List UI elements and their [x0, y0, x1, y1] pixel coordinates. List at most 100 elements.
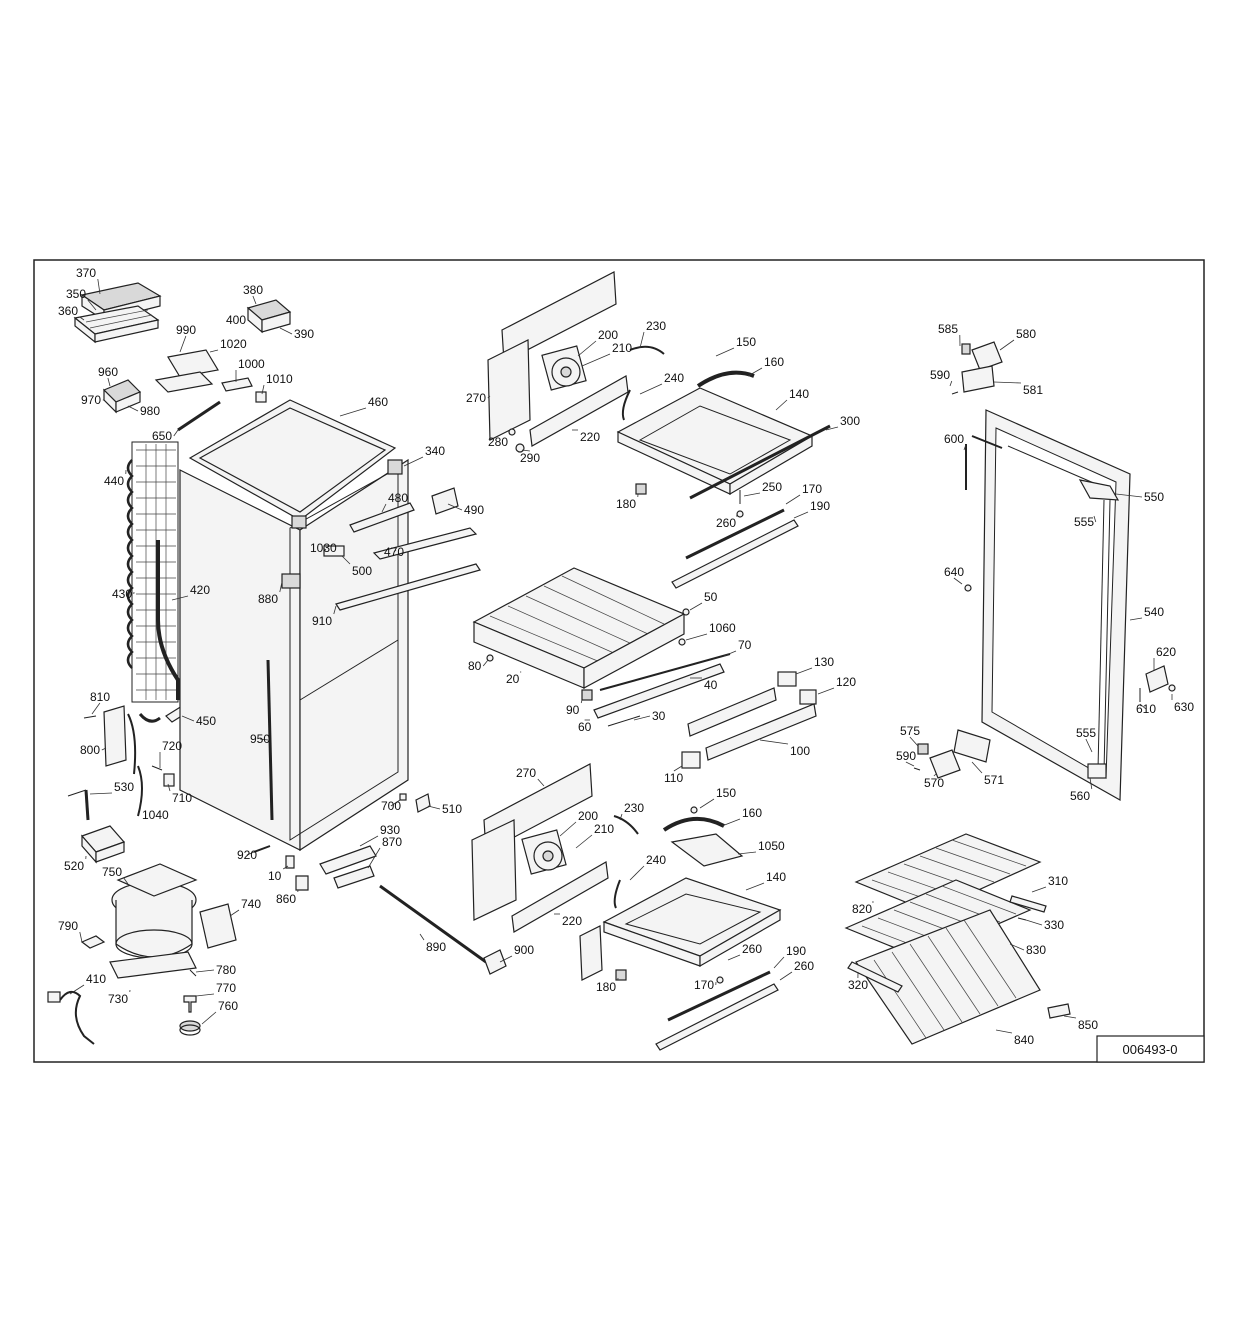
callout-label: 860 — [276, 892, 296, 906]
callout-label: 470 — [384, 545, 404, 559]
callout-label: 1040 — [142, 808, 169, 822]
callout-label: 70 — [738, 638, 752, 652]
leader-line — [786, 495, 800, 504]
callout-label: 920 — [237, 848, 257, 862]
callout-label: 910 — [312, 614, 332, 628]
callout-label: 610 — [1136, 702, 1156, 716]
callout-label: 760 — [218, 999, 238, 1013]
callout-label: 700 — [381, 799, 401, 813]
leader-line — [950, 381, 952, 386]
callout-label: 840 — [1014, 1033, 1034, 1047]
callout-label: 370 — [76, 266, 96, 280]
callout-label: 10 — [268, 869, 282, 883]
callout-label: 490 — [464, 503, 484, 517]
callout-label: 300 — [840, 414, 860, 428]
condenser — [132, 442, 178, 702]
callout-label: 230 — [646, 319, 666, 333]
leader-line — [744, 493, 760, 496]
callout-label: 770 — [216, 981, 236, 995]
leader-line — [196, 994, 214, 996]
callout-label: 1030 — [310, 541, 337, 555]
leader-line — [92, 703, 100, 714]
callout-label: 540 — [1144, 605, 1164, 619]
callout-label: 830 — [1026, 943, 1046, 957]
callout-label: 170 — [802, 482, 822, 496]
callout-label: 150 — [736, 335, 756, 349]
callout-label: 810 — [90, 690, 110, 704]
callout-label: 40 — [704, 678, 718, 692]
callout-label: 710 — [172, 791, 192, 805]
callout-label: 600 — [944, 432, 964, 446]
callout-label: 280 — [488, 435, 508, 449]
callout-label: 575 — [900, 724, 920, 738]
callout-label: 1010 — [266, 372, 293, 386]
callout-label: 585 — [938, 322, 958, 336]
leader-line — [483, 660, 488, 666]
callout-label: 560 — [1070, 789, 1090, 803]
callout-label: 555 — [1076, 726, 1096, 740]
leader-line — [576, 835, 592, 848]
callout-label: 400 — [226, 313, 246, 327]
leader-line — [760, 740, 788, 744]
leader-line — [230, 910, 239, 916]
callout-label: 100 — [790, 744, 810, 758]
callout-label: 210 — [612, 341, 632, 355]
callout-label: 980 — [140, 404, 160, 418]
callout-label: 1060 — [709, 621, 736, 635]
callout-label: 270 — [466, 391, 486, 405]
leader-line — [634, 716, 650, 720]
callout-label: 850 — [1078, 1018, 1098, 1032]
callout-label: 190 — [786, 944, 806, 958]
leader-line — [360, 836, 378, 846]
callout-label: 50 — [704, 590, 718, 604]
leader-line — [280, 328, 292, 334]
callout-label: 260 — [742, 942, 762, 956]
callout-label: 960 — [98, 365, 118, 379]
callout-label: 140 — [766, 870, 786, 884]
leader-line — [774, 957, 784, 968]
callout-label: 880 — [258, 592, 278, 606]
callout-label: 590 — [930, 368, 950, 382]
callout-label: 1000 — [238, 357, 265, 371]
callout-label: 581 — [1023, 383, 1043, 397]
callout-label: 110 — [664, 771, 683, 785]
callout-label: 480 — [388, 491, 408, 505]
leader-line — [818, 688, 834, 694]
callout-label: 890 — [426, 940, 446, 954]
callout-label: 500 — [352, 564, 372, 578]
leader-line — [1130, 618, 1142, 620]
callout-label: 590 — [896, 749, 916, 763]
callout-label: 220 — [562, 914, 582, 928]
callout-label: 730 — [108, 992, 128, 1006]
callout-label: 140 — [789, 387, 809, 401]
leader-line — [728, 955, 740, 960]
callout-label: 260 — [716, 516, 736, 530]
callout-label: 180 — [596, 980, 616, 994]
callout-label: 650 — [152, 429, 172, 443]
callout-label: 200 — [578, 809, 598, 823]
leader-line — [724, 651, 736, 656]
callout-label: 580 — [1016, 327, 1036, 341]
cabinet-group — [48, 283, 480, 1044]
leader-line — [90, 793, 112, 794]
callout-label: 555 — [1074, 515, 1094, 529]
callout-label: 430 — [112, 587, 132, 601]
callout-label: 260 — [794, 959, 814, 973]
callout-label: 90 — [566, 703, 580, 717]
callout-label: 460 — [368, 395, 388, 409]
leader-line — [428, 806, 440, 809]
callout-label: 80 — [468, 659, 482, 673]
leader-line — [253, 296, 256, 304]
callout-label: 320 — [848, 978, 868, 992]
leader-line — [640, 384, 662, 394]
callout-label: 571 — [984, 773, 1004, 787]
callout-label: 310 — [1048, 874, 1068, 888]
callout-label: 1020 — [220, 337, 247, 351]
callout-label: 740 — [241, 897, 261, 911]
callout-label: 150 — [716, 786, 736, 800]
callout-label: 390 — [294, 327, 314, 341]
leader-line — [794, 512, 808, 518]
leader-line — [686, 634, 707, 640]
callout-label: 570 — [924, 776, 944, 790]
